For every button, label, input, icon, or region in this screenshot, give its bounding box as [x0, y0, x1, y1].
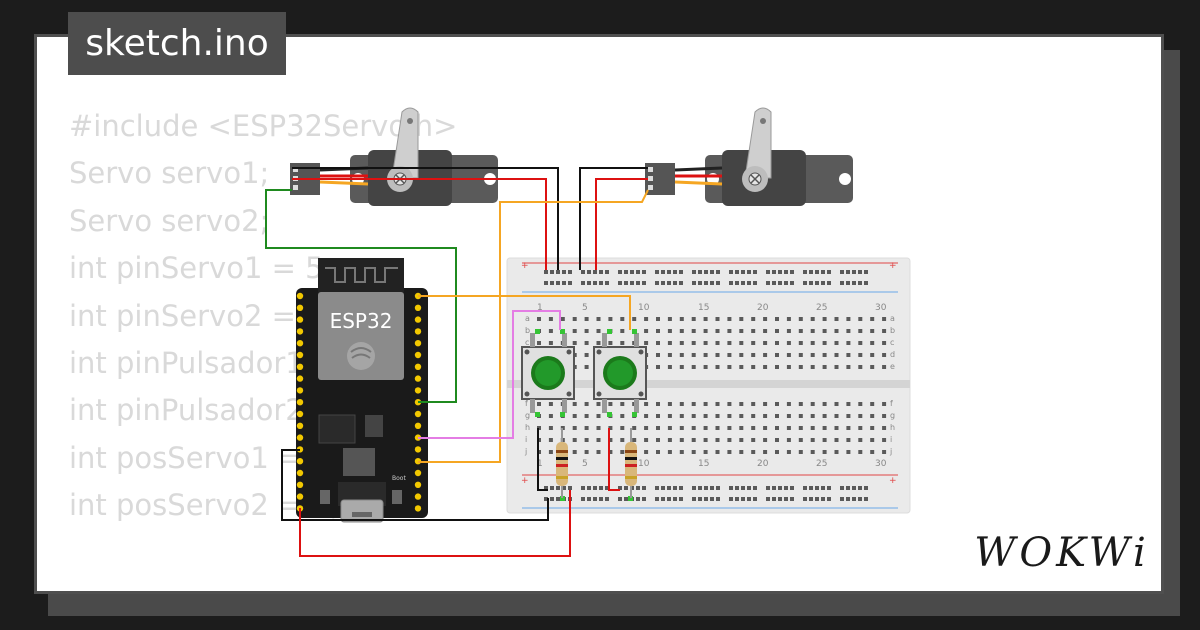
col-number: 15 [698, 459, 709, 469]
wire-red [608, 428, 620, 491]
rail-plus-label: + [521, 261, 529, 271]
row-letter: i [525, 435, 527, 444]
col-number: 10 [638, 303, 650, 313]
col-number: 30 [875, 303, 887, 313]
resistor-1[interactable] [556, 428, 568, 498]
wire-black [281, 449, 549, 521]
code-line: Servo servo1; [69, 156, 270, 191]
servo-connector-2 [645, 163, 723, 195]
esp32-board[interactable]: ESP32 Boot [296, 258, 428, 523]
row-letter: i [890, 435, 892, 444]
wire-black [579, 167, 648, 270]
wire-black [537, 428, 548, 491]
wire-orange [418, 189, 649, 463]
col-number: 20 [757, 459, 769, 469]
pushbutton-2[interactable] [593, 333, 647, 413]
row-letter: c [890, 338, 894, 347]
col-number: 20 [757, 303, 769, 313]
row-letter: d [890, 350, 895, 359]
rail-plus-label: + [889, 261, 897, 271]
wire-red [299, 490, 571, 557]
code-line: Servo servo2; [69, 203, 270, 238]
col-number: 15 [698, 303, 709, 313]
row-letter: c [525, 338, 529, 347]
wire-red [595, 178, 648, 270]
row-letter: j [889, 447, 892, 456]
wires [265, 167, 649, 557]
col-number: 5 [582, 303, 588, 313]
servo-motor-1[interactable] [350, 107, 498, 206]
col-number: 25 [816, 459, 827, 469]
row-letter: a [890, 314, 895, 323]
file-tab[interactable]: sketch.ino [68, 12, 286, 75]
breadboard: + + + + 1 5 10 15 20 25 30 1 5 10 15 20 … [506, 257, 911, 514]
pushbutton-1[interactable] [521, 333, 575, 413]
col-number: 10 [638, 459, 650, 469]
esp32-label: ESP32 [330, 309, 393, 333]
wire-green [265, 189, 457, 403]
row-letter: g [890, 411, 895, 420]
active-holes [535, 329, 637, 501]
row-letter: f [525, 399, 528, 408]
col-number: 1 [537, 459, 543, 469]
rail-plus-label: + [521, 476, 529, 486]
resistor-2[interactable] [625, 428, 637, 498]
col-number: 1 [537, 303, 543, 313]
row-letter: f [890, 399, 893, 408]
rail-plus-label: + [889, 476, 897, 486]
row-letter: g [525, 411, 530, 420]
wire-orange [418, 295, 631, 330]
row-letter: b [525, 326, 530, 335]
wire-black [292, 167, 559, 270]
wire-pink [418, 310, 561, 439]
row-letter: h [890, 423, 895, 432]
row-letter: j [524, 447, 527, 456]
row-letter: h [525, 423, 530, 432]
wire-red [292, 178, 547, 270]
servo-motor-2[interactable] [705, 107, 853, 206]
col-number: 30 [875, 459, 887, 469]
wokwi-logo: WOKWi [974, 530, 1150, 576]
boot-button-label: Boot [392, 475, 406, 482]
wokwi-logo-text: WOKWi [974, 530, 1150, 576]
col-number: 5 [582, 459, 588, 469]
col-number: 25 [816, 303, 827, 313]
code-line: int pinServo1 = 5; [69, 251, 334, 286]
row-letter: b [890, 326, 895, 335]
row-letter: a [525, 314, 530, 323]
esp32-pin-headers [296, 292, 422, 512]
row-letter: e [890, 362, 895, 371]
